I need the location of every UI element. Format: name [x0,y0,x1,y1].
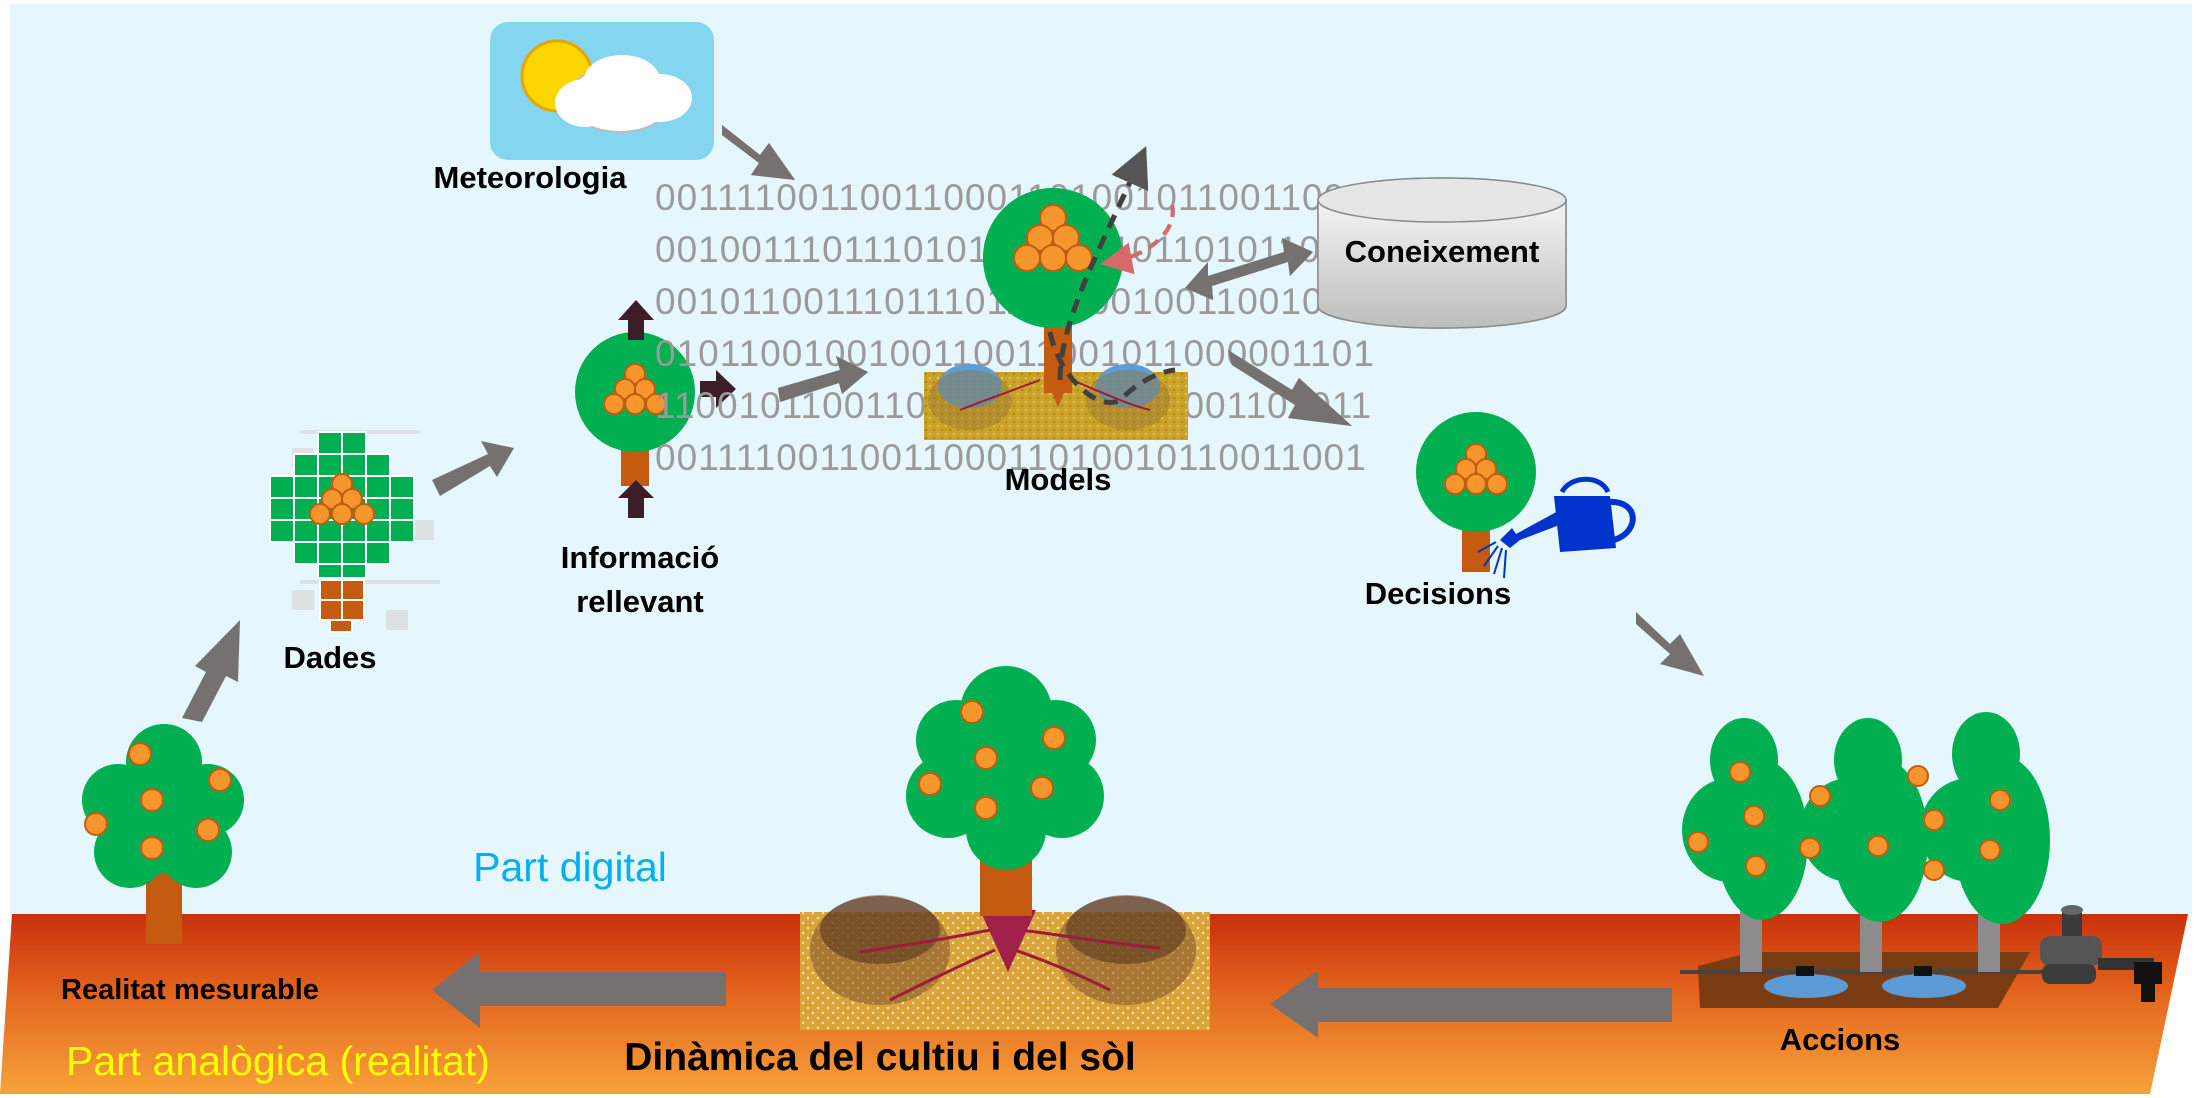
label-accions: Accions [1779,1022,1901,1057]
label-part-analogica: Part analògica (realitat) [66,1038,490,1084]
drip-valve-icon [2040,905,2162,1002]
label-meteorologia: Meteorologia [433,160,627,195]
label-decisions: Decisions [1364,576,1512,611]
arrow-dades-to-info [432,441,514,496]
watering-can-icon [1477,476,1636,579]
binary-row: 0101100100100110011001011000001101 [655,333,1375,374]
realitat-tree-icon [82,724,244,944]
label-informacio: Informació [560,540,720,575]
arrow-accions-to-dinamica [1270,970,1672,1038]
label-dinamica: Dinàmica del cultiu i del sòl [624,1036,1136,1079]
label-realitat-mesurable: Realitat mesurable [61,974,319,1006]
info-tree-icon [575,300,736,518]
binary-row: 0011110011001100011010010110011001 [655,177,1367,218]
decisions-tree-icon [1416,412,1536,572]
soil-profile-icon [800,895,1210,1030]
label-models: Models [1004,462,1112,497]
label-rellevant: rellevant [576,584,704,619]
binary-row: 1100101100110100101001011001101011 [655,385,1373,426]
orchard-icon [1680,712,2060,1008]
binary-row: 0011110011001100011010010110011001 [655,437,1367,472]
binary-data-background: 0011110011001100011010010110011001 00100… [655,172,1450,472]
label-part-digital: Part digital [473,844,667,890]
sun-cloud-icon [490,22,714,160]
binary-row: 0010110011101110110110010011001001 [655,281,1367,322]
arrow-decisions-to-accions [1636,612,1704,676]
dinamica-tree-icon [906,666,1104,916]
arrow-dinamica-to-realitat [432,952,726,1028]
label-coneixement: Coneixement [1344,234,1540,269]
pixelated-tree-icon [269,430,440,633]
arrow-realitat-to-dades [182,620,240,722]
label-dades: Dades [283,640,377,675]
